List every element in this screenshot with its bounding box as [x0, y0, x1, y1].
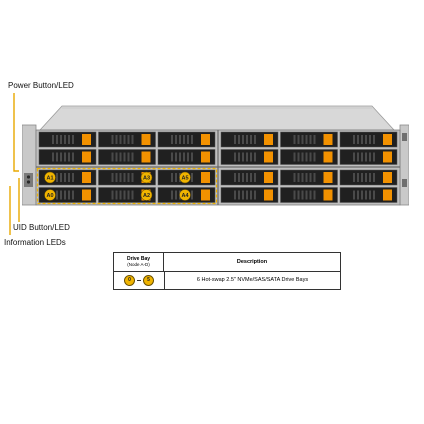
drive-bay [220, 187, 279, 203]
drive-release-tab [141, 134, 151, 145]
legend-col-description: Description [236, 259, 268, 265]
bay-badge-label: A4 [181, 193, 189, 199]
bay-badge-label: A3 [143, 176, 150, 182]
bay-badge-circle [140, 171, 153, 184]
drive-release-tab [201, 151, 210, 163]
drive-bay [220, 131, 279, 148]
bay-badge-label: A2 [143, 193, 150, 199]
chassis-lid [39, 105, 395, 131]
drive-bay [280, 169, 338, 186]
drive-bay [98, 131, 156, 148]
drive-release-tab [264, 189, 273, 201]
drive-bay [280, 187, 338, 203]
drive-bay-legend: Drive Bay (Node A-D) Description 0 5 6 H… [113, 252, 341, 290]
drive-bay [280, 131, 338, 148]
power-led [26, 175, 31, 179]
legend-range-dash [137, 280, 141, 281]
drive-release-tab [264, 134, 273, 145]
bay-badge-circle [179, 189, 191, 201]
drive-release-tab [141, 151, 151, 163]
bay-badge-circle [44, 171, 56, 184]
drive-bay [280, 149, 338, 165]
drive-bay [38, 131, 97, 148]
drive-release-tab [201, 134, 210, 145]
bay-badge-circle [140, 189, 153, 201]
drive-release-tab [82, 189, 91, 201]
drive-release-tab [264, 151, 273, 163]
drive-bay [38, 149, 97, 165]
legend-col1-title: Drive Bay [126, 256, 151, 262]
drive-release-tab [323, 172, 333, 183]
drive-release-tab [264, 172, 273, 183]
legend-start-badge: 0 [124, 275, 135, 286]
drive-release-tab [201, 189, 210, 201]
bay-badge-label: A1 [46, 176, 53, 182]
drive-bay [220, 169, 279, 186]
drive-bay [157, 149, 216, 165]
drive-release-tab [323, 151, 333, 163]
legend-col-drive-bay: Drive Bay (Node A-D) [114, 253, 164, 271]
legend-header: Drive Bay (Node A-D) Description [114, 253, 340, 272]
drive-release-tab [82, 151, 91, 163]
drive-release-tab [323, 189, 333, 201]
drive-release-tab [383, 172, 392, 183]
drive-release-tab [383, 151, 392, 163]
legend-col1-subtitle: (Node A-D) [127, 262, 150, 267]
drive-bay [157, 131, 216, 148]
left-rack-ear [22, 124, 37, 206]
bay-badge-circle [179, 171, 191, 184]
drive-release-tab [82, 172, 91, 183]
power-callout-line [13, 93, 19, 172]
drive-bay [339, 131, 398, 148]
legend-end-badge: 5 [143, 275, 154, 286]
bay-badge-circle [44, 189, 56, 201]
drive-release-tab [323, 134, 333, 145]
drive-bay [339, 169, 398, 186]
drive-bay [220, 149, 279, 165]
drive-release-tab [201, 172, 210, 183]
bay-badge-label: A0 [46, 193, 53, 199]
legend-description: 6 Hot-swap 2.5" NVMe/SAS/SATA Drive Bays [196, 277, 309, 283]
drive-release-tab [82, 134, 91, 145]
power-button-callout: Power Button/LED [8, 81, 74, 90]
bay-badge-label: A5 [181, 176, 188, 182]
information-leds-callout: Information LEDs [4, 238, 66, 247]
drive-bay [339, 187, 398, 203]
highlighted-node-outline [36, 167, 218, 205]
drive-release-tab [383, 189, 392, 201]
uid-led [26, 180, 31, 184]
drive-bay [339, 149, 398, 165]
legend-row: 0 5 6 Hot-swap 2.5" NVMe/SAS/SATA Drive … [114, 272, 340, 289]
legend-bay-range: 0 5 [114, 272, 165, 289]
drive-release-tab [383, 134, 392, 145]
control-panel [24, 173, 33, 187]
uid-button-callout: UID Button/LED [13, 223, 70, 232]
drive-bay [98, 149, 156, 165]
